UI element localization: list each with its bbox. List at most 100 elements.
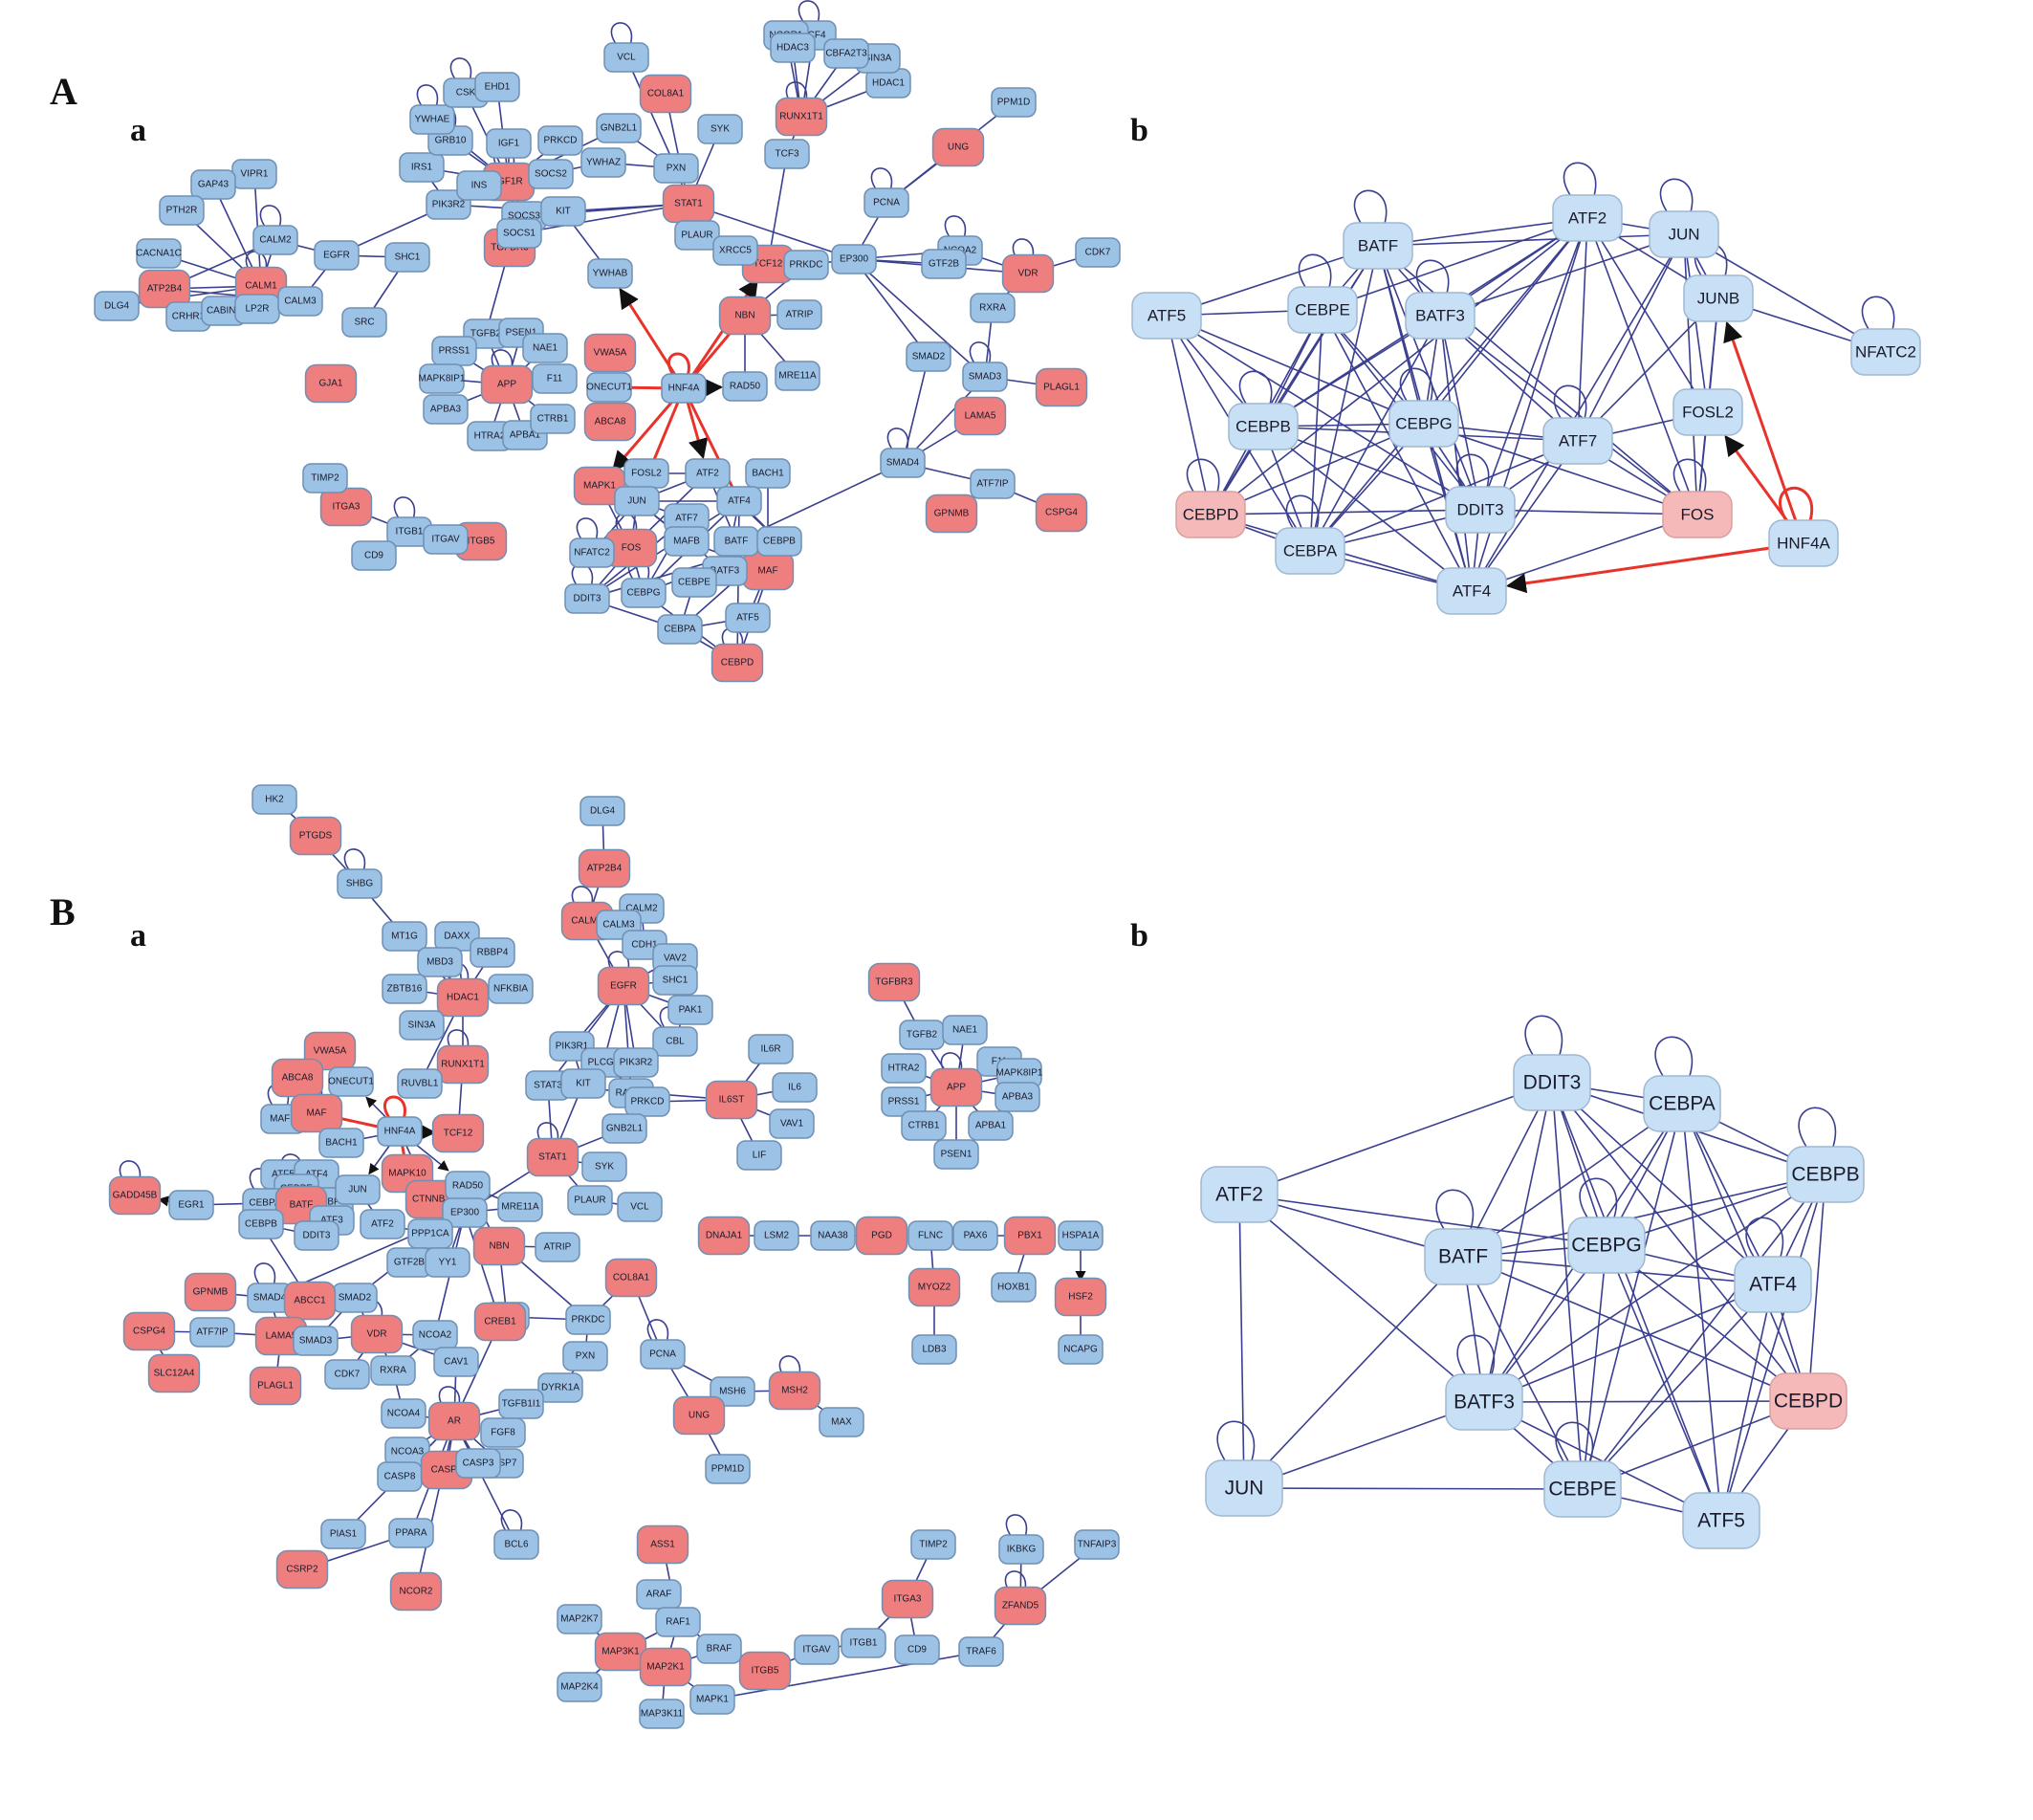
node-MAPK8IP1[interactable]: MAPK8IP1: [419, 363, 466, 394]
node-VDR[interactable]: VDR: [350, 1314, 404, 1354]
node-MAF[interactable]: MAF: [290, 1093, 343, 1133]
node-CSPG4[interactable]: CSPG4: [1035, 493, 1088, 533]
node-VCL[interactable]: VCL: [617, 1192, 663, 1222]
node-RXRA[interactable]: RXRA: [970, 293, 1016, 323]
node-KIT[interactable]: KIT: [560, 1068, 606, 1099]
node-PXN[interactable]: PXN: [653, 153, 699, 184]
node-HSPA1A[interactable]: HSPA1A: [1058, 1220, 1104, 1251]
node-NAE1[interactable]: NAE1: [522, 333, 568, 363]
node-RAF1[interactable]: RAF1: [655, 1607, 701, 1637]
node-SMAD4[interactable]: SMAD4: [880, 448, 926, 478]
node-HSF2[interactable]: HSF2: [1054, 1277, 1107, 1317]
node-CD9[interactable]: CD9: [894, 1634, 940, 1665]
node-ATF2[interactable]: ATF2: [1200, 1166, 1279, 1223]
node-MAFB[interactable]: MAFB: [664, 526, 710, 557]
node-IRS1[interactable]: IRS1: [399, 152, 445, 183]
node-MAP2K1[interactable]: MAP2K1: [639, 1647, 692, 1687]
node-PSEN1[interactable]: PSEN1: [933, 1139, 979, 1170]
node-SHBG[interactable]: SHBG: [337, 868, 383, 899]
node-SMAD2[interactable]: SMAD2: [906, 341, 951, 372]
node-ONECUT1[interactable]: ONECUT1: [586, 372, 632, 403]
node-CBFA2T3[interactable]: CBFA2T3: [823, 38, 869, 69]
node-BATF3[interactable]: BATF3: [1405, 292, 1476, 340]
node-YWHAB[interactable]: YWHAB: [587, 258, 633, 289]
node-TIMP2[interactable]: TIMP2: [910, 1529, 956, 1560]
node-PXN[interactable]: PXN: [562, 1341, 608, 1371]
node-PRKDC[interactable]: PRKDC: [565, 1305, 611, 1335]
node-MAP2K4[interactable]: MAP2K4: [557, 1672, 602, 1702]
node-ITGAV[interactable]: ITGAV: [423, 524, 469, 555]
node-DDIT3[interactable]: DDIT3: [294, 1220, 339, 1251]
node-ATF7[interactable]: ATF7: [1542, 417, 1613, 465]
node-SOCS1[interactable]: SOCS1: [496, 218, 542, 249]
node-ATRIP[interactable]: ATRIP: [535, 1232, 580, 1262]
node-CEBPE[interactable]: CEBPE: [1543, 1460, 1622, 1518]
node-HOXB1[interactable]: HOXB1: [991, 1272, 1037, 1303]
node-CALM2[interactable]: CALM2: [252, 225, 298, 255]
node-HTRA2[interactable]: HTRA2: [467, 421, 513, 451]
node-APP[interactable]: APP: [929, 1067, 983, 1107]
node-CEBPE[interactable]: CEBPE: [671, 567, 717, 598]
node-PAK1[interactable]: PAK1: [667, 995, 713, 1025]
node-BACH1[interactable]: BACH1: [745, 458, 791, 489]
node-RAD50[interactable]: RAD50: [722, 371, 768, 402]
node-HNF4A[interactable]: HNF4A: [377, 1116, 423, 1147]
node-PGD[interactable]: PGD: [855, 1216, 908, 1256]
node-CREB1[interactable]: CREB1: [473, 1302, 527, 1342]
node-NCOA4[interactable]: NCOA4: [381, 1398, 426, 1429]
node-ATF4[interactable]: ATF4: [1436, 567, 1507, 615]
node-GADD45B[interactable]: GADD45B: [108, 1175, 162, 1216]
node-ATF7IP[interactable]: ATF7IP: [970, 469, 1016, 499]
node-ATF2[interactable]: ATF2: [360, 1209, 405, 1239]
node-VAV1[interactable]: VAV1: [769, 1108, 815, 1139]
node-PLAUR[interactable]: PLAUR: [674, 220, 720, 251]
node-FGF8[interactable]: FGF8: [480, 1417, 526, 1448]
node-SHC1[interactable]: SHC1: [652, 965, 698, 996]
node-IL6[interactable]: IL6: [772, 1072, 818, 1103]
node-SOCS2[interactable]: SOCS2: [528, 159, 574, 189]
node-ZBTB16[interactable]: ZBTB16: [382, 974, 427, 1004]
node-CEBPA[interactable]: CEBPA: [1275, 527, 1345, 575]
node-PTH2R[interactable]: PTH2R: [159, 195, 205, 226]
node-ATP2B4[interactable]: ATP2B4: [138, 269, 191, 309]
node-NBN[interactable]: NBN: [472, 1226, 526, 1266]
node-SIN3A[interactable]: SIN3A: [399, 1010, 445, 1041]
node-FOS[interactable]: FOS: [604, 528, 658, 568]
node-ITGAV[interactable]: ITGAV: [794, 1634, 840, 1665]
node-HDAC1[interactable]: HDAC1: [436, 977, 490, 1018]
node-RUNX1T1[interactable]: RUNX1T1: [436, 1044, 490, 1085]
node-JUN[interactable]: JUN: [335, 1174, 381, 1205]
node-IL6ST[interactable]: IL6ST: [705, 1080, 758, 1120]
node-CAV1[interactable]: CAV1: [433, 1347, 479, 1377]
node-PPM1D[interactable]: PPM1D: [705, 1454, 751, 1484]
node-HTRA2[interactable]: HTRA2: [881, 1053, 927, 1084]
node-ARAF[interactable]: ARAF: [636, 1579, 682, 1610]
node-LSM2[interactable]: LSM2: [754, 1220, 799, 1251]
node-SLC12A4[interactable]: SLC12A4: [147, 1353, 201, 1393]
node-CBL[interactable]: CBL: [652, 1026, 698, 1057]
node-ABCC1[interactable]: ABCC1: [283, 1281, 337, 1321]
node-NAE1[interactable]: NAE1: [942, 1015, 988, 1045]
node-EGR1[interactable]: EGR1: [168, 1190, 214, 1220]
node-NFKBIA[interactable]: NFKBIA: [488, 974, 534, 1004]
node-APBA3[interactable]: APBA3: [423, 394, 469, 425]
node-IL6R[interactable]: IL6R: [748, 1034, 794, 1064]
node-DDIT3[interactable]: DDIT3: [564, 583, 610, 614]
node-JUN[interactable]: JUN: [614, 486, 660, 516]
node-ATF4[interactable]: ATF4: [716, 486, 762, 516]
node-PRSS1[interactable]: PRSS1: [431, 336, 477, 366]
node-NFATC2[interactable]: NFATC2: [1850, 328, 1921, 376]
node-PBX1[interactable]: PBX1: [1003, 1216, 1057, 1256]
node-MRE11A[interactable]: MRE11A: [497, 1192, 543, 1222]
node-LDB3[interactable]: LDB3: [911, 1334, 957, 1365]
node-STAT1[interactable]: STAT1: [526, 1137, 579, 1177]
node-FOSL2[interactable]: FOSL2: [623, 458, 669, 489]
node-MAP2K7[interactable]: MAP2K7: [557, 1604, 602, 1634]
node-CSPG4[interactable]: CSPG4: [122, 1311, 176, 1351]
node-APBA3[interactable]: APBA3: [995, 1082, 1040, 1112]
node-TRAF6[interactable]: TRAF6: [958, 1636, 1004, 1667]
node-RUNX1T1[interactable]: RUNX1T1: [775, 97, 828, 137]
node-CEBPG[interactable]: CEBPG: [621, 578, 667, 608]
node-CALM3[interactable]: CALM3: [277, 286, 323, 317]
node-STAT1[interactable]: STAT1: [662, 184, 715, 224]
